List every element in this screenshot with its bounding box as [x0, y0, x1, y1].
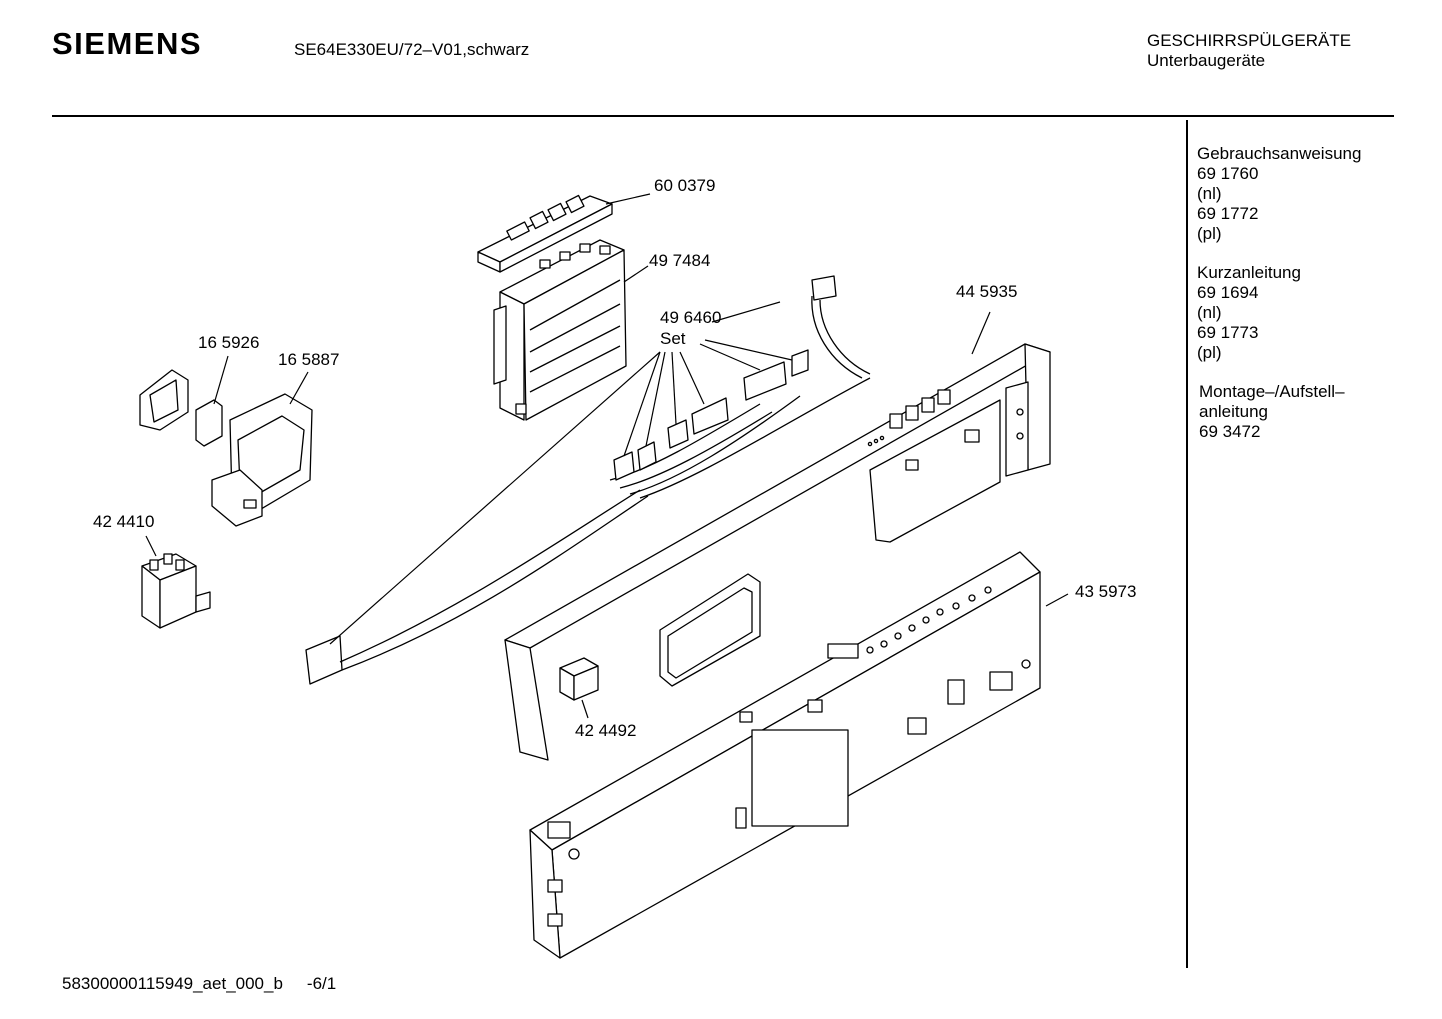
category-title: GESCHIRRSPÜLGERÄTE [1147, 31, 1352, 50]
part-496460-wiring-harness [305, 275, 871, 685]
doc-language: (nl) [1197, 303, 1222, 322]
part-label-165887: 16 5887 [278, 350, 339, 369]
sidebar-divider [1186, 120, 1188, 968]
doc-group-title: Kurzanleitung [1197, 263, 1301, 282]
doc-language: (nl) [1197, 184, 1222, 203]
doc-language: (pl) [1197, 224, 1222, 243]
leader-lines [145, 193, 1069, 719]
doc-number: 69 3472 [1199, 422, 1261, 441]
doc-group-user-manual: Gebrauchsanweisung 69 1760 (nl) 69 1772 … [1197, 144, 1361, 244]
header-divider [52, 115, 1394, 117]
doc-group-quick-guide: Kurzanleitung 69 1694 (nl) 69 1773 (pl) [1197, 263, 1361, 363]
doc-group-title: Montage–/Aufstell– [1199, 382, 1345, 401]
exploded-parts-diagram: 60 0379 49 7484 49 6460 Set 44 5935 16 5… [93, 176, 1136, 959]
part-label-424492: 42 4492 [575, 721, 636, 740]
document-references: Gebrauchsanweisung 69 1760 (nl) 69 1772 … [1197, 144, 1361, 461]
part-435973-control-panel [529, 551, 1041, 959]
doc-group-title: Gebrauchsanweisung [1197, 144, 1362, 163]
doc-number: 69 1760 [1197, 164, 1259, 183]
model-number: SE64E330EU/72–V01,schwarz [294, 40, 530, 59]
part-497484-electronic-module [493, 239, 627, 421]
doc-number: 69 1773 [1197, 323, 1259, 342]
doc-number: 69 1694 [1197, 283, 1259, 302]
part-label-435973: 43 5973 [1075, 582, 1136, 601]
doc-subtitle: anleitung [1199, 402, 1269, 421]
part-600379-key-strip [477, 194, 613, 273]
part-label-445935: 44 5935 [956, 282, 1017, 301]
doc-group-installation: Montage–/Aufstell– anleitung 69 3472 [1197, 382, 1361, 442]
part-label-497484: 49 7484 [649, 251, 710, 270]
part-label-165926: 16 5926 [198, 333, 259, 352]
part-label-496460: 49 6460 [660, 308, 721, 327]
document-id: 58300000115949_aet_000_b [62, 974, 283, 993]
category-subtitle: Unterbaugeräte [1147, 51, 1266, 70]
page-number: -6/1 [306, 974, 337, 993]
part-445935-fascia-bar [504, 343, 1051, 761]
doc-language: (pl) [1197, 343, 1222, 362]
part-label-set: Set [660, 329, 686, 348]
part-424410-connector [141, 553, 211, 629]
part-165887-holder [211, 393, 313, 527]
part-label-424410: 42 4410 [93, 512, 154, 531]
footer: 58300000115949_aet_000_b -6/1 [62, 974, 336, 994]
part-424492-cube [559, 657, 599, 701]
part-label-600379: 60 0379 [654, 176, 715, 195]
doc-number: 69 1772 [1197, 204, 1259, 223]
part-165926-cover [139, 369, 223, 447]
brand-logo: SIEMENS [52, 26, 203, 61]
